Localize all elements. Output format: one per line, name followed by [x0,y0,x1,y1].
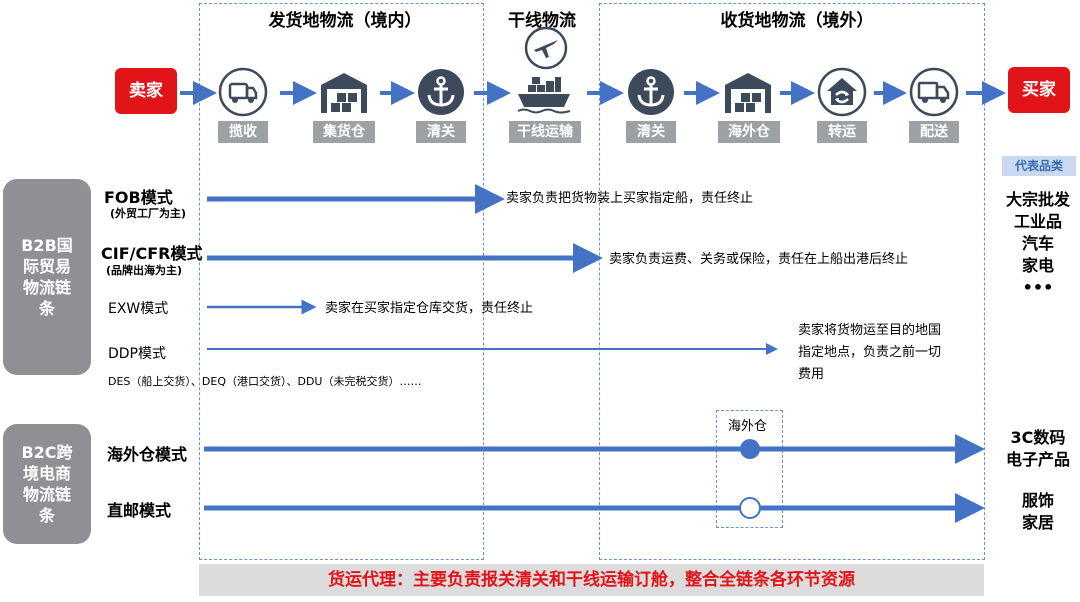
freight-forwarder-note: 货运代理：主要负责报关清关和干线运输订舱，整合全链条各环节资源 [199,564,984,596]
cif-mode-sub: (品牌出海为主) [106,264,183,277]
overseas-warehouse-mode-name: 海外仓模式 [107,445,188,464]
overseas-warehouse-node-filled [740,439,760,459]
overseas-warehouse-marker-label: 海外仓 [728,419,768,434]
delivery-truck-icon [909,67,959,117]
step-label-overseas-warehouse: 海外仓 [718,121,780,143]
b2c-chain-label: B2C跨 境电商 物流链 条 [3,424,91,544]
step-label-import-customs: 清关 [626,121,676,143]
b2b-category-list: 大宗批发 工业品 汽车 家电 ••• [1005,190,1070,297]
overseas-warehouse-marker-box [716,410,783,528]
domestic-region-box [199,3,484,560]
airplane-icon [524,26,568,70]
van-icon [218,67,268,117]
domestic-section-title: 发货地物流（境内） [268,11,422,31]
exw-mode-name: EXW模式 [108,301,169,317]
b2c-category-apparel: 服饰 家居 [1021,491,1054,532]
cif-mode-desc: 卖家负责运费、关务或保险，责任在上船出港后终止 [609,252,909,267]
trunk-section-title: 干线物流 [508,11,576,31]
cif-mode-name: CIF/CFR模式 [101,244,203,263]
step-label-trunk-transport: 干线运输 [509,121,581,143]
fob-mode-name: FOB模式 [104,188,173,207]
transfer-icon [817,67,867,117]
warehouse-icon [319,67,369,117]
anchor-icon [416,67,466,117]
b2b-chain-label: B2B国 际贸易 物流链 条 [3,179,91,375]
overseas-region-box [599,3,985,560]
overseas-section-title: 收货地物流（境外） [720,11,874,31]
seller-box: 卖家 [115,68,177,114]
warehouse-icon [723,67,773,117]
direct-mail-mode-name: 直邮模式 [107,501,172,520]
step-label-consolidation-warehouse: 集货仓 [313,121,375,143]
exw-mode-desc: 卖家在买家指定仓库交货，责任终止 [325,301,534,316]
step-label-export-customs: 清关 [416,121,466,143]
b2c-category-electronics: 3C数码 电子产品 [1005,428,1070,469]
anchor-icon [626,67,676,117]
ddp-mode-desc: 卖家将货物运至目的地国 指定地点，负责之前一切 费用 [798,323,942,382]
step-label-pickup: 揽收 [218,121,268,143]
representative-category-tag: 代表品类 [1002,156,1076,176]
other-incoterms: DES（船上交货）、DEQ（港口交货）、DDU（未完税交货）…… [108,375,422,388]
ship-icon [514,67,574,117]
step-label-transfer: 转运 [817,121,867,143]
fob-mode-sub: (外贸工厂为主) [110,207,187,220]
buyer-box: 买家 [1008,67,1070,113]
step-label-delivery: 配送 [909,121,959,143]
ddp-mode-name: DDP模式 [108,346,167,362]
fob-mode-desc: 卖家负责把货物装上买家指定船，责任终止 [506,191,754,206]
overseas-warehouse-node-empty [739,497,761,519]
